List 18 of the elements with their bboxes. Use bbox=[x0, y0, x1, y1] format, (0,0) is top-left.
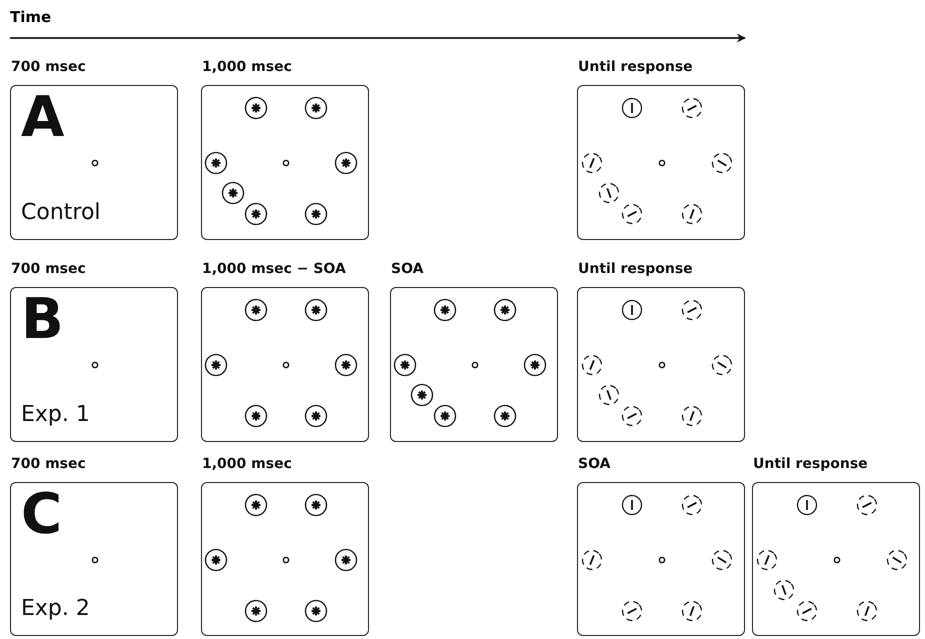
condition-label: Control bbox=[21, 200, 101, 225]
axis-label: Time bbox=[10, 8, 52, 26]
condition-label: Exp. 1 bbox=[21, 402, 90, 427]
duration-label: Until response bbox=[753, 456, 868, 472]
duration-label: 1,000 msec bbox=[202, 456, 292, 472]
condition-letter: A bbox=[21, 90, 64, 146]
duration-label: 700 msec bbox=[11, 456, 86, 472]
duration-label: SOA bbox=[578, 456, 610, 472]
condition-label: Exp. 2 bbox=[21, 596, 90, 621]
duration-label: 1,000 msec − SOA bbox=[202, 261, 346, 277]
duration-label: 700 msec bbox=[11, 59, 86, 75]
condition-letter: B bbox=[21, 292, 64, 348]
duration-label: Until response bbox=[578, 59, 693, 75]
duration-label: Until response bbox=[578, 261, 693, 277]
duration-label: 1,000 msec bbox=[202, 59, 292, 75]
duration-label: 700 msec bbox=[11, 261, 86, 277]
duration-label: SOA bbox=[391, 261, 424, 277]
condition-letter: C bbox=[21, 487, 62, 543]
